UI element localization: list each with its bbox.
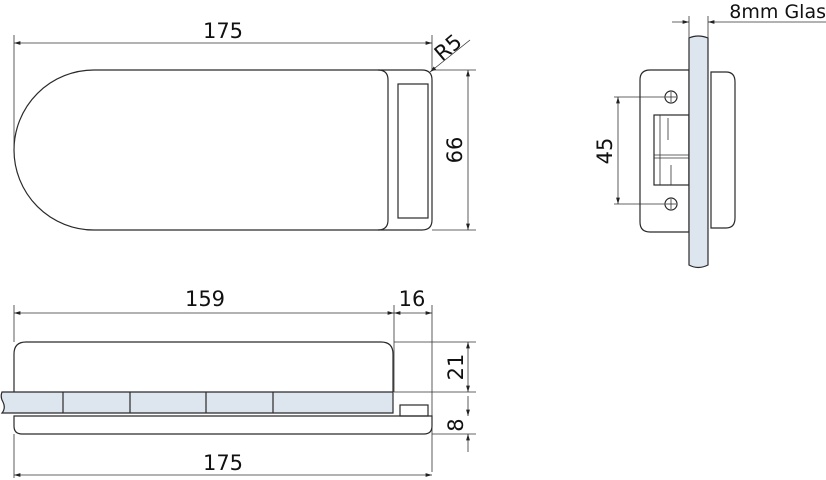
glass-pane bbox=[0, 391, 394, 414]
upper-clamp bbox=[13, 341, 394, 392]
top-height-label: 66 bbox=[443, 137, 467, 164]
screw-spacing-label: 45 bbox=[593, 138, 617, 165]
side-view: 45 8mm Glas bbox=[593, 1, 826, 269]
top-slot bbox=[397, 83, 429, 219]
radius-leader bbox=[429, 39, 471, 73]
total-length-label: 175 bbox=[203, 451, 243, 475]
lower-height-label: 8 bbox=[444, 418, 468, 431]
bottom-view: 159 16 21 8 175 bbox=[0, 287, 476, 478]
lower-plate bbox=[13, 415, 433, 435]
glass-thickness-label: 8mm Glas bbox=[729, 1, 826, 23]
top-divider bbox=[377, 69, 389, 231]
top-body-outline bbox=[13, 69, 433, 231]
offset-label: 16 bbox=[399, 287, 426, 311]
upper-length-label: 159 bbox=[185, 287, 225, 311]
glass-segments bbox=[62, 392, 274, 413]
screw-icon bbox=[664, 90, 678, 104]
front-cap bbox=[710, 71, 736, 229]
hinge-mechanism bbox=[653, 114, 690, 186]
upper-height-label: 21 bbox=[444, 354, 468, 381]
glass-section bbox=[688, 35, 709, 269]
back-plate bbox=[639, 69, 690, 233]
radius-label: R5 bbox=[430, 29, 467, 65]
top-view: 175 R5 66 bbox=[13, 19, 476, 231]
screw-icon bbox=[664, 197, 678, 211]
small-block bbox=[399, 404, 429, 417]
top-length-label: 175 bbox=[203, 19, 243, 43]
